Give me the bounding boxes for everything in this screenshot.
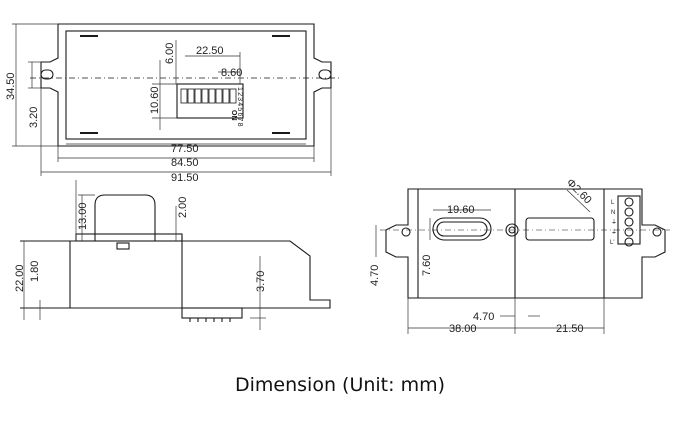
dim-switch-offset: 6.00 [164,43,176,64]
dim-spacing-a: 4.70 [473,311,494,323]
side-view-dome [94,194,156,241]
second-window [525,217,595,241]
side-view-body [20,240,331,309]
top-view-inner [65,30,307,140]
dim-side-step: 2.00 [177,197,189,218]
terminal-label-3: ⏚ [611,219,617,226]
dim-tab: 3.20 [28,107,40,128]
mount-hole-left [401,227,411,237]
dim-side-base: 1.80 [29,261,41,282]
dim-tab-height: 4.70 [369,265,381,286]
dip-on-label: ON [230,110,237,121]
dim-switch-height: 10.60 [149,86,161,114]
bottom-view-outline [385,188,666,299]
terminal-label-5: L' [610,240,614,246]
terminal-block [617,195,641,247]
dim-window-width: 19.60 [447,204,475,216]
dim-side-dome: 13.00 [77,202,89,230]
dim-height: 34.50 [5,72,17,100]
dim-side-height: 22.00 [14,264,26,292]
dip-switch-levers [180,88,237,104]
side-view-led [116,242,130,250]
bottom-view [375,188,670,334]
top-view-outline [40,23,332,147]
dip-switch [176,83,244,119]
terminal-label-2: N [611,210,615,216]
terminal-label-1: L [611,200,615,206]
bottom-view-dimensions: 19.60 7.60 Φ2.60 4.70 4.70 38.00 21.50 L… [369,177,617,335]
sensor-window [432,217,492,241]
dim-width-inner: 77.50 [171,143,199,155]
top-view-dimensions: 91.50 84.50 77.50 34.50 3.20 10.60 6.00 … [5,43,243,184]
terminal-label-4: ⏚ [611,229,617,236]
dim-spacing-c: 21.50 [556,323,584,335]
dim-switch-dist-a: 22.50 [196,45,224,57]
side-view [20,180,331,330]
mounting-slot-right [318,69,332,80]
mounting-slot-left [40,69,54,80]
dim-switch-dist-b: 8.60 [221,67,242,79]
dim-side-pins: 3.70 [255,271,267,292]
side-view-dimensions: 22.00 1.80 13.00 2.00 3.70 [14,197,267,292]
dim-spacing-b: 38.00 [449,323,477,335]
top-view [12,23,340,176]
mount-hole-right [652,227,662,237]
side-view-pins [181,307,243,322]
dim-window-height: 7.60 [421,255,433,276]
dip-numbers: 12345678 [236,87,243,128]
drawing-caption: Dimension (Unit: mm) [235,374,445,396]
dim-width-outer: 91.50 [171,172,199,184]
dim-width-mid: 84.50 [171,157,199,169]
